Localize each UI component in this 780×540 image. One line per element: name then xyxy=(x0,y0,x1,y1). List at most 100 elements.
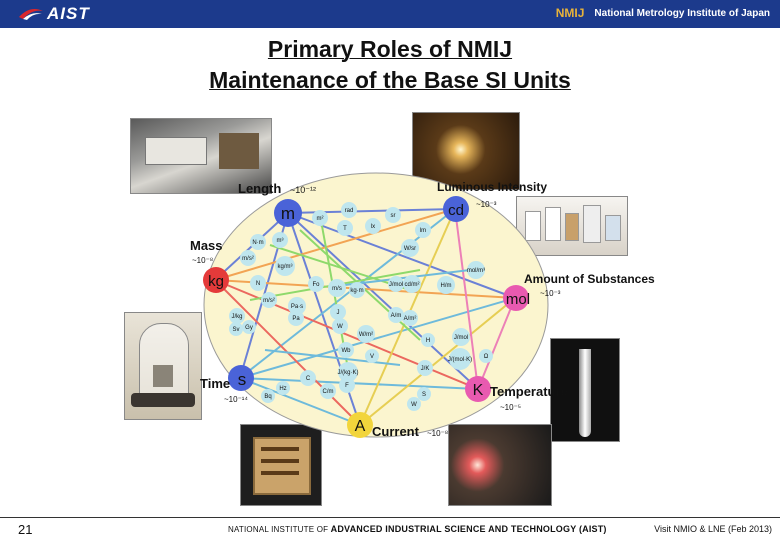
derived-unit-node: rad xyxy=(341,202,357,218)
svg-text:A/m²: A/m² xyxy=(404,316,417,322)
svg-text:Temperature: Temperature xyxy=(490,384,568,399)
svg-text:m: m xyxy=(281,204,295,223)
derived-unit-node: Pa·s xyxy=(288,297,306,315)
svg-text:m/s²: m/s² xyxy=(263,298,275,304)
derived-unit-node: Sv xyxy=(229,322,243,336)
derived-unit-node: N xyxy=(250,275,266,291)
footer-institute-name: ADVANCED INDUSTRIAL SCIENCE AND TECHNOLO… xyxy=(330,524,607,534)
svg-text:J/(kg·K): J/(kg·K) xyxy=(338,370,359,376)
laser-frequency-apparatus-photo xyxy=(130,118,272,194)
svg-text:Fo: Fo xyxy=(312,282,320,288)
derived-unit-node: lm xyxy=(415,222,431,238)
svg-text:~10⁻¹²: ~10⁻¹² xyxy=(290,185,316,195)
svg-text:F: F xyxy=(345,383,349,389)
svg-text:m²: m² xyxy=(317,216,324,222)
svg-text:W/sr: W/sr xyxy=(404,246,416,252)
derived-unit-node: kg/m³ xyxy=(275,256,295,276)
base-unit-node-kg: kg Mass ~10⁻⁸ xyxy=(190,238,229,293)
svg-text:m³: m³ xyxy=(277,238,284,244)
header-bar: AIST NMIJ National Metrology Institute o… xyxy=(0,0,780,28)
svg-text:cd/m²: cd/m² xyxy=(405,282,420,288)
svg-text:sr: sr xyxy=(391,213,396,219)
svg-text:mol: mol xyxy=(506,291,530,308)
svg-text:C/m: C/m xyxy=(323,389,334,395)
svg-text:m/s²: m/s² xyxy=(242,256,254,262)
svg-text:W: W xyxy=(337,324,343,330)
svg-text:lx: lx xyxy=(371,224,375,230)
svg-text:J/K: J/K xyxy=(421,366,430,372)
base-unit-node-s: s Time ~10⁻¹⁴ xyxy=(200,365,254,404)
base-unit-node-mol: mol Amount of Substances ~10⁻³ xyxy=(503,272,655,311)
svg-text:Wb: Wb xyxy=(342,348,352,354)
furnace-apparatus-photo xyxy=(448,424,552,506)
derived-unit-node: cd/m² xyxy=(403,275,421,293)
derived-unit-node: kg·m xyxy=(349,282,365,298)
svg-text:Time: Time xyxy=(200,376,230,391)
svg-text:Ω: Ω xyxy=(484,354,489,360)
derived-unit-node: H xyxy=(421,333,435,347)
svg-text:Mass: Mass xyxy=(190,238,223,253)
derived-unit-node: A/m² xyxy=(402,310,418,326)
title-line-2: Maintenance of the Base SI Units xyxy=(209,67,571,93)
svg-text:Current: Current xyxy=(372,424,420,439)
derived-unit-node: sr xyxy=(385,207,401,223)
svg-text:N: N xyxy=(256,281,260,287)
derived-unit-node: J/(mol·K) xyxy=(448,348,472,370)
svg-text:C: C xyxy=(306,376,311,382)
svg-text:Gy: Gy xyxy=(245,325,253,331)
svg-text:Bq: Bq xyxy=(264,394,271,400)
svg-text:Pa: Pa xyxy=(292,316,300,322)
svg-text:J/mol: J/mol xyxy=(389,282,403,288)
svg-text:~10⁻⁸: ~10⁻⁸ xyxy=(427,429,448,438)
base-unit-node-A: A Current ~10⁻⁸ xyxy=(347,412,448,439)
derived-unit-node: J/K xyxy=(417,360,433,376)
svg-text:V: V xyxy=(370,354,374,360)
derived-unit-node: J/(kg·K) xyxy=(338,362,359,382)
svg-text:mol/m³: mol/m³ xyxy=(467,268,485,274)
derived-unit-node: H/m xyxy=(437,276,455,294)
svg-text:~10⁻⁵: ~10⁻⁵ xyxy=(500,403,521,412)
nmij-logo: NMIJ National Metrology Institute of Jap… xyxy=(556,6,770,20)
aist-logo-text: AIST xyxy=(47,4,90,23)
svg-text:N·m: N·m xyxy=(252,240,263,246)
svg-text:rad: rad xyxy=(345,208,354,214)
derived-unit-node: Pa xyxy=(288,310,304,326)
derived-unit-node: Ω xyxy=(479,349,493,363)
svg-text:A/m: A/m xyxy=(391,313,402,319)
derived-unit-node: m³ xyxy=(272,232,288,248)
derived-unit-node: A/m xyxy=(388,307,404,323)
svg-text:~10⁻⁸: ~10⁻⁸ xyxy=(192,256,213,265)
svg-text:A: A xyxy=(355,418,366,435)
svg-text:W/m²: W/m² xyxy=(359,332,373,338)
svg-text:kg/m³: kg/m³ xyxy=(278,264,293,270)
nmij-name: National Metrology Institute of Japan xyxy=(594,7,770,19)
footer-institute: NATIONAL INSTITUTE OF ADVANCED INDUSTRIA… xyxy=(228,524,607,534)
slide-title: Primary Roles of NMIJ Maintenance of the… xyxy=(0,34,780,96)
svg-text:kg: kg xyxy=(208,273,224,290)
derived-unit-node: J/mol xyxy=(452,328,470,346)
svg-text:J/(mol·K): J/(mol·K) xyxy=(448,357,472,363)
derived-unit-node: Fo xyxy=(308,276,324,292)
svg-text:J/mol: J/mol xyxy=(454,335,468,341)
derived-unit-node: mol/m³ xyxy=(467,261,485,279)
svg-text:~10⁻³: ~10⁻³ xyxy=(476,200,497,209)
page-number: 21 xyxy=(18,522,33,537)
derived-unit-node: J/mol xyxy=(388,276,404,292)
derived-unit-node: V xyxy=(365,349,379,363)
footer-divider xyxy=(0,517,780,518)
derived-unit-node: T xyxy=(337,220,353,236)
base-unit-node-cd: cd Luminous Intensity ~10⁻³ xyxy=(437,180,547,222)
svg-text:W: W xyxy=(411,402,417,408)
photometry-lamp-photo xyxy=(412,112,520,190)
svg-text:Luminous Intensity: Luminous Intensity xyxy=(437,180,547,194)
derived-unit-nodes: rad sr lm m² T lx W/sr m³ kg/m³ m/s² N·m… xyxy=(229,202,493,411)
triple-point-cell-photo xyxy=(550,338,620,442)
svg-text:H/m: H/m xyxy=(441,283,452,289)
footer-visit: Visit NMIO & LNE (Feb 2013) xyxy=(654,524,772,534)
svg-text:T: T xyxy=(343,226,347,232)
svg-text:s: s xyxy=(238,370,247,389)
svg-text:lm: lm xyxy=(420,228,426,234)
svg-text:Length: Length xyxy=(238,181,281,196)
aist-swoosh-icon xyxy=(19,9,43,20)
